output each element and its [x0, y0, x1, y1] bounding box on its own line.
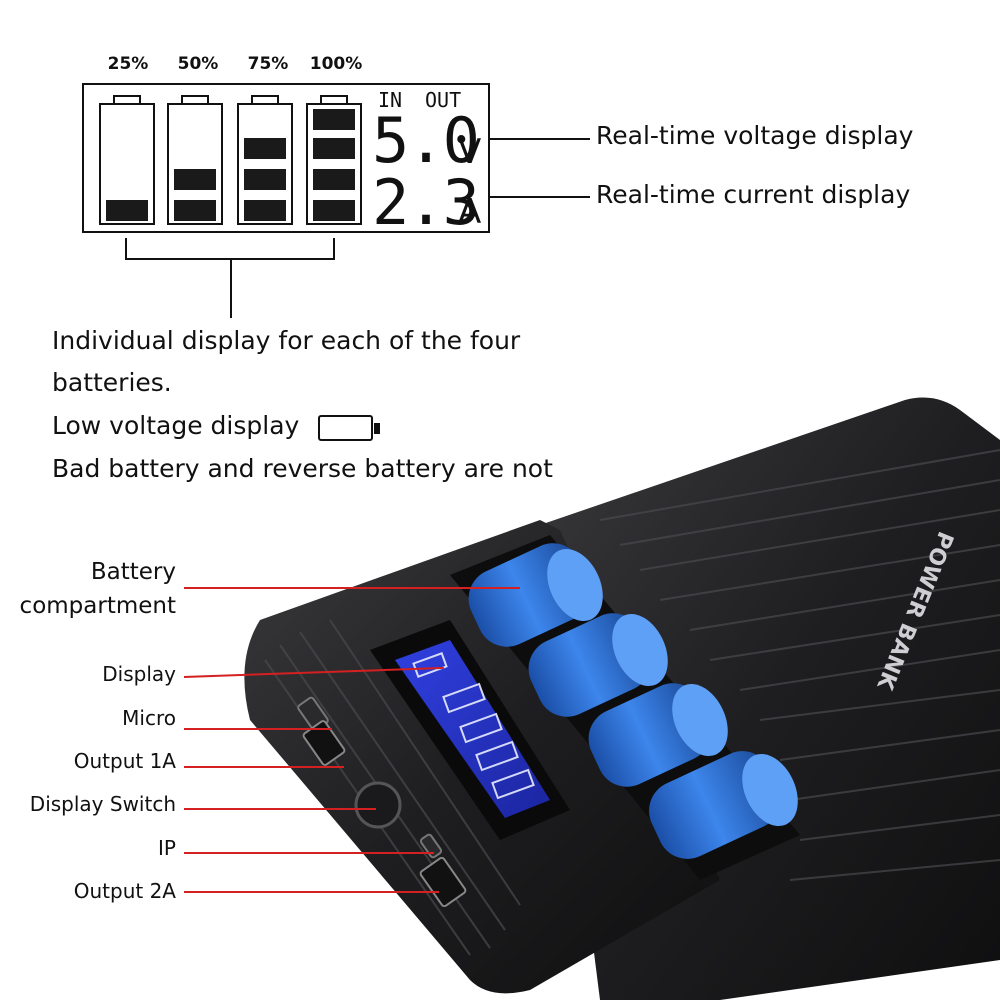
ip-port [419, 833, 443, 859]
battery-cap [113, 95, 141, 104]
power-button [354, 781, 402, 829]
battery-segment [174, 169, 216, 190]
current-unit: A [458, 192, 482, 232]
voltage-unit: V [458, 132, 482, 172]
battery-segment [313, 200, 355, 221]
usb-1a-port [302, 720, 346, 766]
description-line-4: Bad battery and reverse battery are not [52, 454, 553, 483]
leader-micro [184, 728, 332, 730]
display-screen [395, 640, 550, 818]
battery-segment [313, 138, 355, 159]
label-ip: IP [158, 836, 176, 860]
voltage-callout: Real-time voltage display [596, 121, 914, 150]
voltage-leader-line [490, 138, 590, 140]
label-battery-compartment: Battery compartment [19, 559, 176, 619]
leader-display-switch [184, 808, 376, 810]
label-display: Display [102, 662, 176, 686]
lcd-out-label: OUT [425, 88, 462, 112]
battery-segment [106, 200, 148, 221]
battery-level-label-100: 100% [309, 54, 363, 74]
label-micro: Micro [122, 706, 176, 730]
description-line-1: Individual display for each of the four [52, 326, 521, 355]
current-value: 2.3 [372, 166, 480, 239]
battery-cap [181, 95, 209, 104]
battery-segment [313, 109, 355, 130]
description-line-3: Low voltage display [52, 411, 300, 440]
battery-level-label-25: 25% [107, 54, 149, 74]
battery-cells [468, 543, 798, 859]
label-output-1a: Output 1A [73, 749, 176, 773]
battery-segment [244, 200, 286, 221]
battery-segment [174, 200, 216, 221]
battery-segment [244, 169, 286, 190]
lcd-diagram-frame [82, 83, 490, 233]
voltage-value: 5.0 [372, 104, 480, 177]
leader-battery-compartment [184, 587, 520, 589]
leader-output-2a [184, 891, 439, 893]
battery-icon-50 [167, 103, 223, 225]
battery-cap [320, 95, 348, 104]
leader-output-1a [184, 766, 344, 768]
battery-group-bracket [125, 238, 335, 260]
battery-level-label-75: 75% [247, 54, 289, 74]
leader-ip [184, 852, 434, 854]
current-callout: Real-time current display [596, 180, 911, 209]
battery-segment [244, 138, 286, 159]
battery-segment [313, 169, 355, 190]
battery-level-label-50: 50% [177, 54, 219, 74]
low-battery-icon [318, 415, 373, 441]
battery-icon-25 [99, 103, 155, 225]
label-output-2a: Output 2A [73, 879, 176, 903]
usb-2a-port [419, 856, 467, 908]
lcd-in-label: IN [378, 88, 403, 112]
current-leader-line [490, 196, 590, 198]
battery-cap [251, 95, 279, 104]
battery-icon-100 [306, 103, 362, 225]
label-display-switch: Display Switch [29, 792, 176, 816]
low-battery-icon-tip [374, 423, 380, 434]
description-line-2: batteries. [52, 368, 172, 397]
battery-icon-75 [237, 103, 293, 225]
bracket-stem [230, 260, 232, 318]
